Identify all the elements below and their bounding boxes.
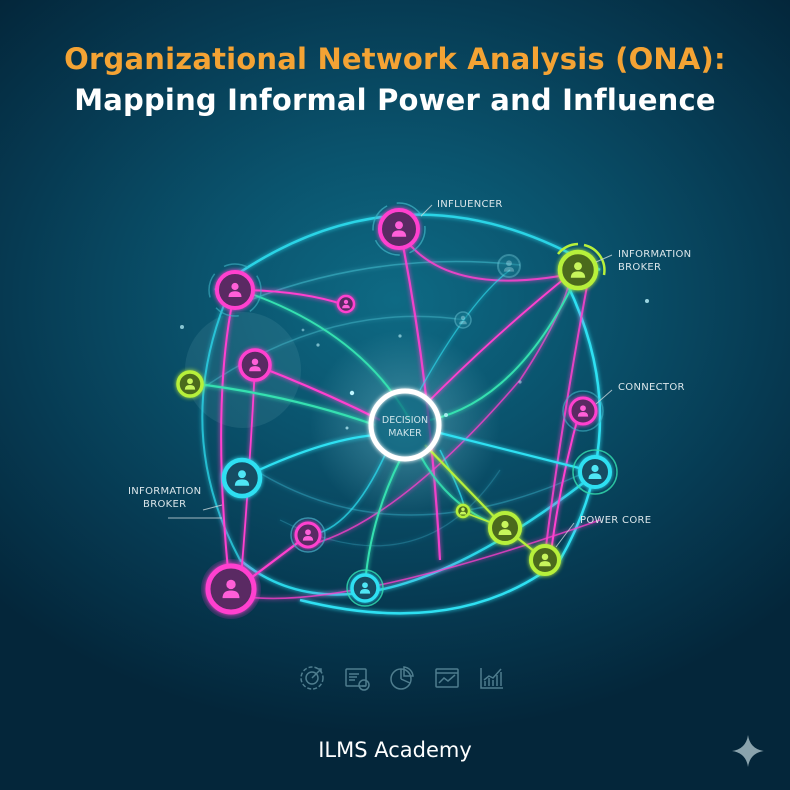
- person-node-magenta[interactable]: [238, 348, 272, 382]
- footer-brand: ILMS Academy: [318, 738, 472, 762]
- sparkle-icon: [732, 735, 764, 767]
- label-line: INFORMATION: [128, 486, 202, 497]
- person-node-magenta[interactable]: [290, 517, 326, 553]
- pie-chart-icon: [390, 666, 414, 690]
- person-node-cyan[interactable]: [346, 569, 384, 607]
- bottom-icon-row: [298, 664, 506, 692]
- title-line-2: Mapping Informal Power and Influence: [74, 83, 716, 117]
- title-line-1: Organizational Network Analysis (ONA):: [64, 42, 726, 76]
- information-broker-node-left[interactable]: [221, 457, 263, 499]
- document-chart-icon: [345, 668, 370, 691]
- center-label-2: MAKER: [388, 428, 422, 439]
- bar-chart-icon: [480, 668, 503, 689]
- information-broker-node-right[interactable]: [557, 242, 606, 291]
- person-node-magenta[interactable]: [208, 263, 262, 317]
- label-line: BROKER: [618, 262, 662, 273]
- faint-node: [454, 311, 472, 329]
- label-connector: CONNECTOR: [618, 382, 685, 393]
- person-node-magenta-small[interactable]: [336, 294, 356, 314]
- target-gear-icon: [300, 666, 324, 690]
- center-label-1: DECISION: [382, 415, 428, 426]
- label-line: INFORMATION: [618, 249, 692, 260]
- person-node-cyan[interactable]: [572, 449, 618, 495]
- person-node-magenta-large[interactable]: [201, 559, 261, 619]
- label-information-broker-right: INFORMATION BROKER: [618, 248, 691, 274]
- influencer-node[interactable]: [372, 202, 426, 256]
- connector-node[interactable]: [562, 390, 604, 432]
- power-core-node-1[interactable]: [488, 511, 522, 545]
- line-chart-icon: [435, 668, 459, 688]
- person-node-lime[interactable]: [176, 370, 204, 398]
- person-node-lime-small[interactable]: [455, 503, 471, 519]
- label-information-broker-left: INFORMATION BROKER: [128, 485, 201, 511]
- faint-node: [497, 254, 521, 278]
- decision-maker-node[interactable]: DECISION MAKER: [368, 388, 442, 462]
- power-core-node-2[interactable]: [529, 544, 561, 576]
- label-power-core: POWER CORE: [580, 515, 652, 526]
- label-influencer: INFLUENCER: [437, 199, 503, 210]
- label-line: BROKER: [143, 499, 187, 510]
